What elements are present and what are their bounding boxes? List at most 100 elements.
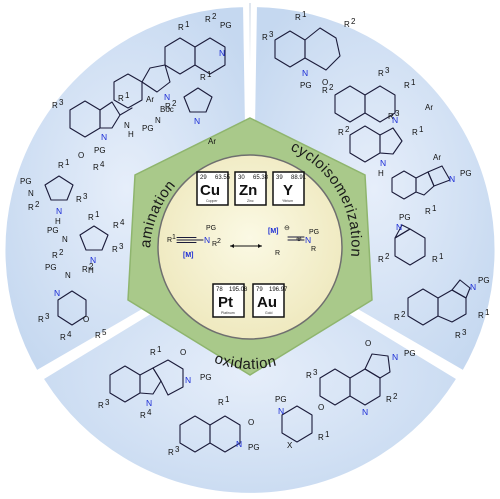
svg-text:R: R [113,221,119,230]
svg-text:3: 3 [269,30,274,39]
svg-text:2: 2 [212,12,217,21]
element-tile-pt: 78 195.08 Pt Platinum [212,283,248,318]
svg-text:H: H [128,130,134,139]
svg-text:O: O [318,403,324,412]
svg-text:Ar: Ar [433,153,441,162]
svg-text:N: N [65,271,71,280]
svg-text:R: R [118,94,124,103]
svg-text:R: R [338,128,344,137]
svg-text:O: O [248,418,254,427]
svg-text:2: 2 [351,17,356,26]
svg-text:R: R [378,255,384,264]
svg-text:PG: PG [300,81,312,90]
svg-text:R: R [394,313,400,322]
molecule-piperazinone: N PG O X R 1 [275,395,330,450]
svg-text:O: O [322,78,328,87]
label-oxidation: oxidation [212,350,278,373]
svg-text:Y: Y [283,182,293,199]
svg-text:PG: PG [94,146,106,155]
svg-text:Ar: Ar [425,103,433,112]
svg-text:3: 3 [119,242,124,251]
svg-text:N: N [28,189,34,198]
svg-text:R: R [165,102,171,111]
svg-text:5: 5 [102,328,107,337]
svg-text:N: N [380,158,386,168]
molecule-cyclopropyl: N PG R 2 R 3 R 1 [394,276,490,340]
svg-text:N: N [90,255,96,265]
svg-text:1: 1 [485,308,490,317]
svg-text:R: R [178,23,184,32]
svg-text:4: 4 [120,218,125,227]
svg-text:Zn: Zn [239,182,257,199]
svg-text:PG: PG [460,169,472,178]
svg-text:2: 2 [217,238,221,245]
svg-text:N: N [392,115,398,125]
svg-text:30: 30 [238,175,245,181]
svg-text:PG: PG [220,21,232,30]
svg-text:R: R [52,101,58,110]
svg-text:[M]: [M] [183,252,194,259]
svg-text:R: R [344,20,350,29]
svg-text:R: R [150,348,156,357]
svg-text:1: 1 [419,125,424,134]
svg-text:R: R [455,331,461,340]
svg-text:N: N [164,92,170,102]
svg-text:79: 79 [256,287,263,293]
svg-text:1: 1 [302,10,307,19]
svg-text:Pt: Pt [218,294,233,311]
svg-text:2: 2 [59,248,64,257]
svg-text:88.91: 88.91 [291,175,307,181]
svg-text:PG: PG [399,213,411,222]
svg-text:1: 1 [172,234,176,241]
molecule-oxadiazine: N O N PG R 2 R 3 R 4 R 5 [38,262,107,342]
svg-text:N: N [204,235,210,245]
svg-text:R: R [311,246,316,253]
molecule-carbazole: N N Boc R 2 PG R 1 [113,12,232,114]
molecule-isoquinoline: N R 2 R 3 R 1 Ar [322,66,433,125]
center-reaction: R 1 N PG R 2 [M] [M] ⊖ ⊕ N PG R R [167,225,319,259]
svg-text:PG: PG [309,229,319,236]
svg-text:2: 2 [345,125,350,134]
svg-text:PG: PG [404,349,416,358]
svg-text:PG: PG [200,373,212,382]
svg-text:N: N [62,235,68,244]
svg-text:1: 1 [225,395,230,404]
svg-text:R: R [218,398,224,407]
svg-text:R: R [478,311,484,320]
svg-text:3: 3 [59,98,64,107]
svg-text:R: R [88,213,94,222]
svg-text:R: R [52,251,58,260]
molecule-pyrrole-ketone: N H R 1 O R 4 R 3 PG N R 2 [20,151,105,226]
svg-text:Gold: Gold [265,311,272,315]
svg-text:Cu: Cu [200,182,220,199]
svg-text:63.55: 63.55 [215,175,231,181]
svg-text:1: 1 [125,91,130,100]
svg-text:4: 4 [147,408,152,417]
svg-text:R: R [140,411,146,420]
molecule-pyrrole-aryl: N Ar N PG R 2 R 1 [142,70,216,146]
svg-text:R: R [306,371,312,380]
svg-text:R: R [322,86,328,95]
svg-text:2: 2 [385,252,390,261]
svg-text:R: R [38,315,44,324]
svg-text:O: O [180,348,186,357]
svg-text:1: 1 [439,252,444,261]
svg-text:Au: Au [257,294,277,311]
svg-text:PG: PG [248,443,260,452]
svg-text:R: R [425,207,431,216]
svg-text:1: 1 [411,78,416,87]
svg-text:X: X [287,441,293,450]
svg-text:H: H [378,169,384,178]
svg-text:R: R [167,237,172,244]
svg-text:O: O [83,315,89,324]
element-tile-cu: 29 63.55 Cu Copper [196,171,231,206]
svg-text:PG: PG [47,226,59,235]
svg-text:R: R [386,395,392,404]
molecule-indole-cyclo: N H R 2 R 3 R 1 Ar [338,109,441,178]
svg-text:3: 3 [45,312,50,321]
svg-text:R: R [82,265,88,274]
svg-text:2: 2 [401,310,406,319]
svg-text:2: 2 [329,83,334,92]
svg-text:PG: PG [20,177,32,186]
